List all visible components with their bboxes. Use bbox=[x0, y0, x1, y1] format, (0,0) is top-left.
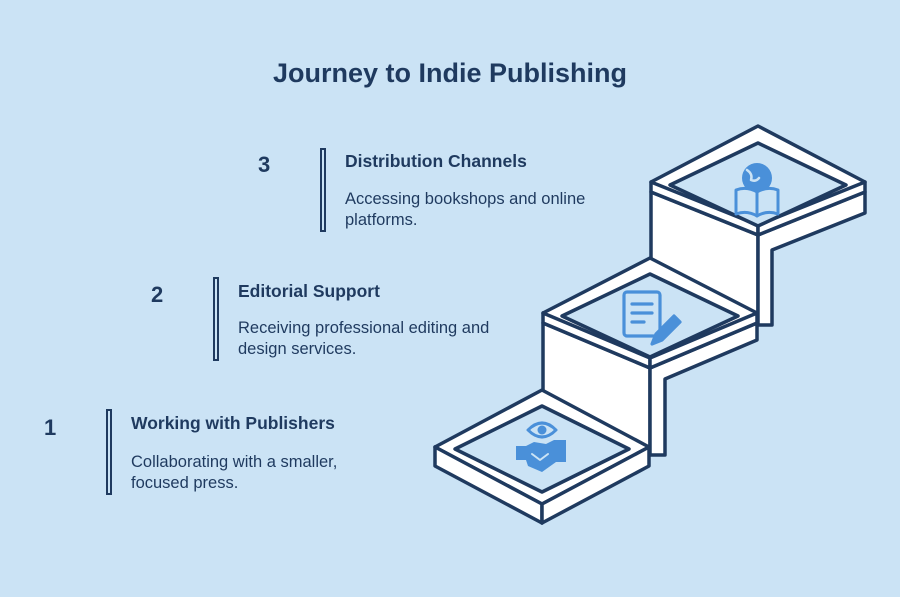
handshake-eye-icon bbox=[516, 421, 566, 472]
stair-step-2 bbox=[541, 256, 759, 457]
step-title: Distribution Channels bbox=[345, 151, 527, 171]
globe-book-icon bbox=[734, 163, 780, 218]
page-title: Journey to Indie Publishing bbox=[272, 58, 628, 88]
step-bar bbox=[106, 409, 112, 495]
step-bar bbox=[320, 148, 326, 232]
step-description: Collaborating with a smaller, focused pr… bbox=[131, 453, 338, 492]
step-bar bbox=[213, 277, 219, 361]
step-description: Accessing bookshops and online platforms… bbox=[345, 190, 586, 229]
step-number: 3 bbox=[258, 152, 271, 177]
step-number: 2 bbox=[151, 282, 164, 307]
step-description: Receiving professional editing and desig… bbox=[238, 319, 490, 358]
step-title: Working with Publishers bbox=[131, 413, 335, 433]
document-pencil-icon bbox=[622, 290, 682, 346]
step-number: 1 bbox=[44, 415, 57, 440]
step-title: Editorial Support bbox=[238, 281, 380, 301]
